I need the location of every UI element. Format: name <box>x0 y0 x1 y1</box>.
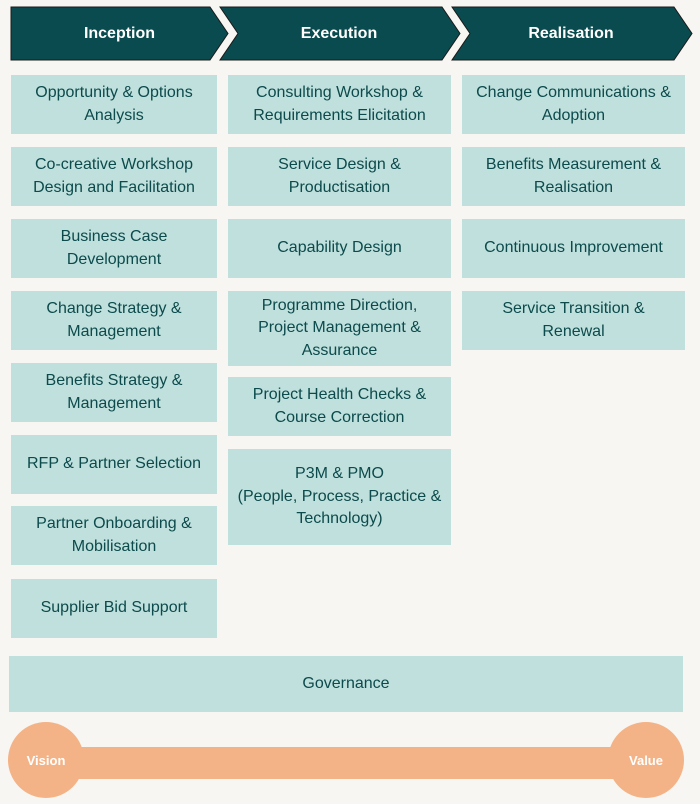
phase-label-execution: Execution <box>300 25 378 42</box>
service-box: Consulting Workshop & Requirements Elici… <box>228 75 451 134</box>
service-box: Service Transition & Renewal <box>462 291 685 350</box>
service-box: Benefits Strategy & Management <box>11 363 217 422</box>
timeline-end-value: Value <box>608 722 684 798</box>
chevron-inception <box>10 6 229 61</box>
chevron-execution <box>219 6 461 61</box>
service-box: RFP & Partner Selection <box>11 435 217 494</box>
service-box: P3M & PMO (People, Process, Practice & T… <box>228 449 451 545</box>
phase-label-realisation: Realisation <box>528 25 614 42</box>
service-box: Opportunity & Options Analysis <box>11 75 217 134</box>
service-box: Programme Direction, Project Management … <box>228 291 451 366</box>
timeline-bar <box>40 747 660 779</box>
service-box: Business Case Development <box>11 219 217 278</box>
service-box: Partner Onboarding & Mobilisation <box>11 506 217 565</box>
service-box: Co-creative Workshop Design and Facilita… <box>11 147 217 206</box>
service-box: Project Health Checks & Course Correctio… <box>228 377 451 436</box>
service-box: Change Communications & Adoption <box>462 75 685 134</box>
service-box: Benefits Measurement & Realisation <box>462 147 685 206</box>
timeline-start-vision: Vision <box>8 722 84 798</box>
phase-label-inception: Inception <box>83 25 156 42</box>
service-box: Service Design & Productisation <box>228 147 451 206</box>
governance-box: Governance <box>9 656 683 712</box>
service-box: Supplier Bid Support <box>11 579 217 638</box>
service-box: Continuous Improvement <box>462 219 685 278</box>
phase-chevrons <box>10 6 693 61</box>
service-box: Capability Design <box>228 219 451 278</box>
chevron-realisation <box>451 6 693 61</box>
service-box: Change Strategy & Management <box>11 291 217 350</box>
